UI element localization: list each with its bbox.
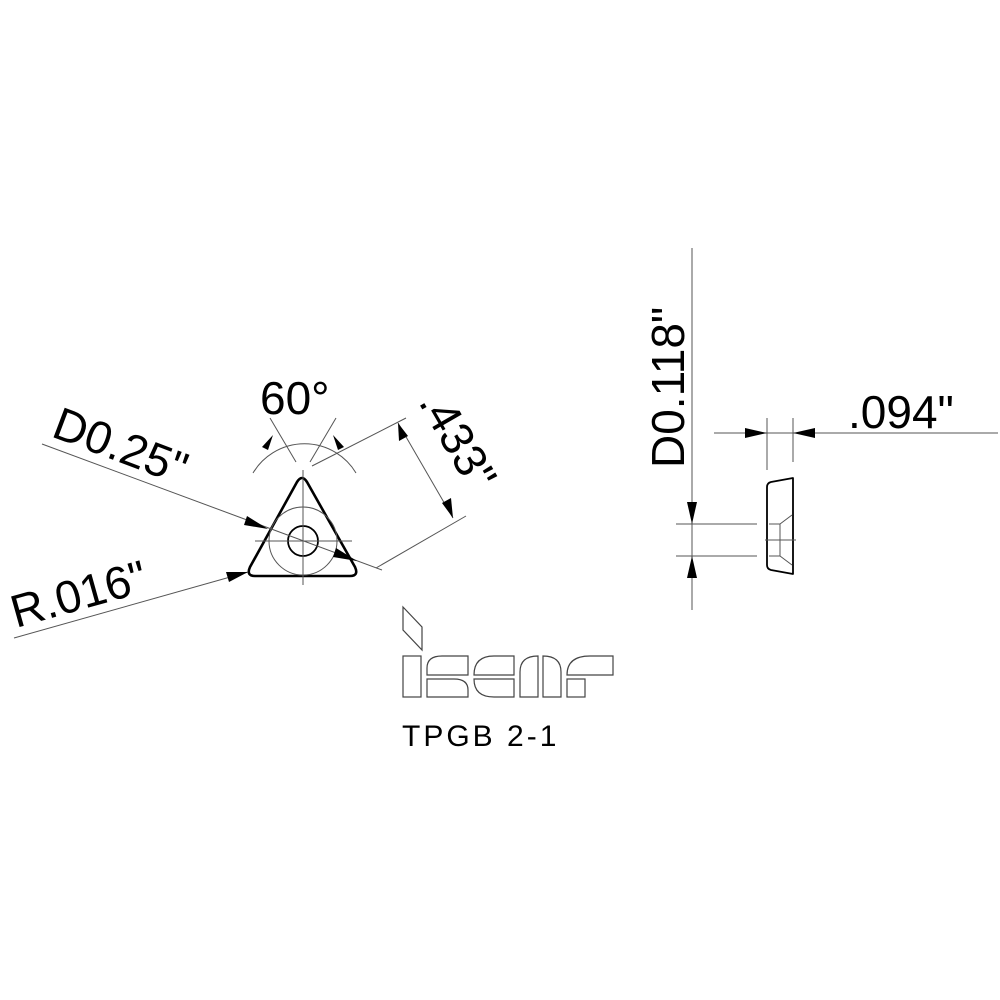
hole-diameter-label: D0.118" <box>642 307 694 468</box>
edge-length-label: .433" <box>409 381 507 499</box>
hole-diameter-dimension: D0.118" <box>642 248 757 610</box>
angle-label: 60° <box>260 372 330 424</box>
corner-radius-label: R.016" <box>5 550 153 638</box>
model-label: TPGB 2-1 <box>402 720 559 753</box>
edge-length-dimension: .433" <box>311 381 507 569</box>
thickness-dimension: .094" <box>714 386 998 470</box>
side-profile-outline <box>766 477 794 575</box>
iscar-logo <box>402 605 614 698</box>
corner-radius-dimension: R.016" <box>5 550 249 639</box>
inscribed-circle-label: D0.25" <box>46 397 194 495</box>
angle-dimension: 60° <box>252 372 357 474</box>
inscribed-circle-dimension: D0.25" <box>41 397 383 571</box>
thickness-label: .094" <box>848 386 954 438</box>
insert-side-view <box>765 477 796 575</box>
